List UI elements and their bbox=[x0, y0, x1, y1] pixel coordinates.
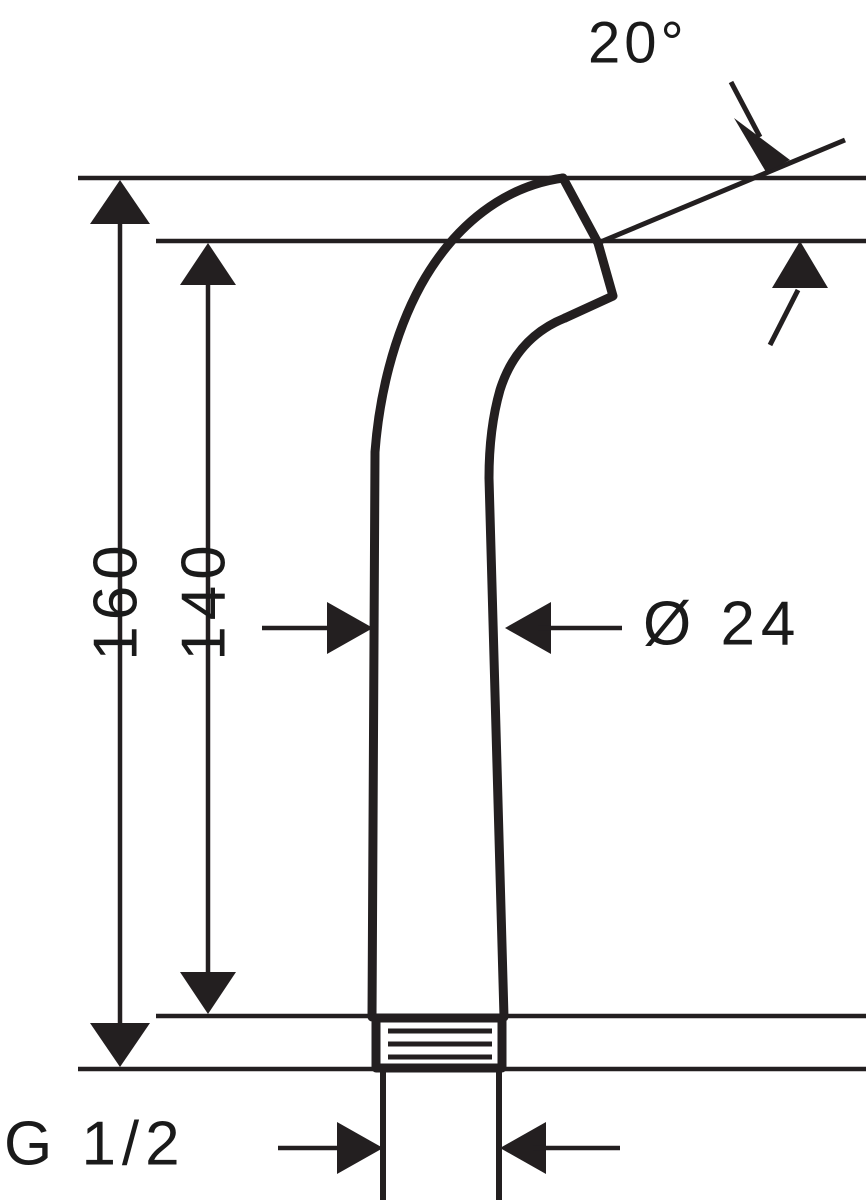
dimension-label-thread: G 1/2 bbox=[4, 1109, 186, 1178]
angle-leader-lower bbox=[767, 288, 801, 347]
dimension-label-angle: 20° bbox=[588, 10, 688, 75]
arrowhead-angle-inclined bbox=[734, 118, 790, 172]
arrowhead-down-140 bbox=[180, 972, 236, 1014]
arrowhead-right-diameter bbox=[327, 602, 373, 654]
arrowhead-left-diameter bbox=[505, 602, 551, 654]
arrowhead-right-thread bbox=[337, 1122, 383, 1174]
part-right-contour bbox=[484, 313, 570, 1022]
dimension-label-160: 160 bbox=[81, 539, 150, 660]
dimension-label-140: 140 bbox=[169, 539, 238, 660]
arrowhead-up-140 bbox=[180, 243, 236, 285]
arrowhead-up-160 bbox=[90, 180, 150, 224]
spray-face-contour bbox=[558, 173, 618, 323]
arrowhead-left-thread bbox=[500, 1122, 546, 1174]
dimension-label-diameter: Ø 24 bbox=[643, 589, 801, 658]
part-left-contour bbox=[367, 173, 568, 1022]
angle-leader-upper bbox=[728, 80, 763, 139]
angle-leg-inclined bbox=[597, 137, 846, 246]
arrowhead-angle-horizontal bbox=[772, 241, 828, 288]
arrowhead-down-160 bbox=[90, 1023, 150, 1067]
